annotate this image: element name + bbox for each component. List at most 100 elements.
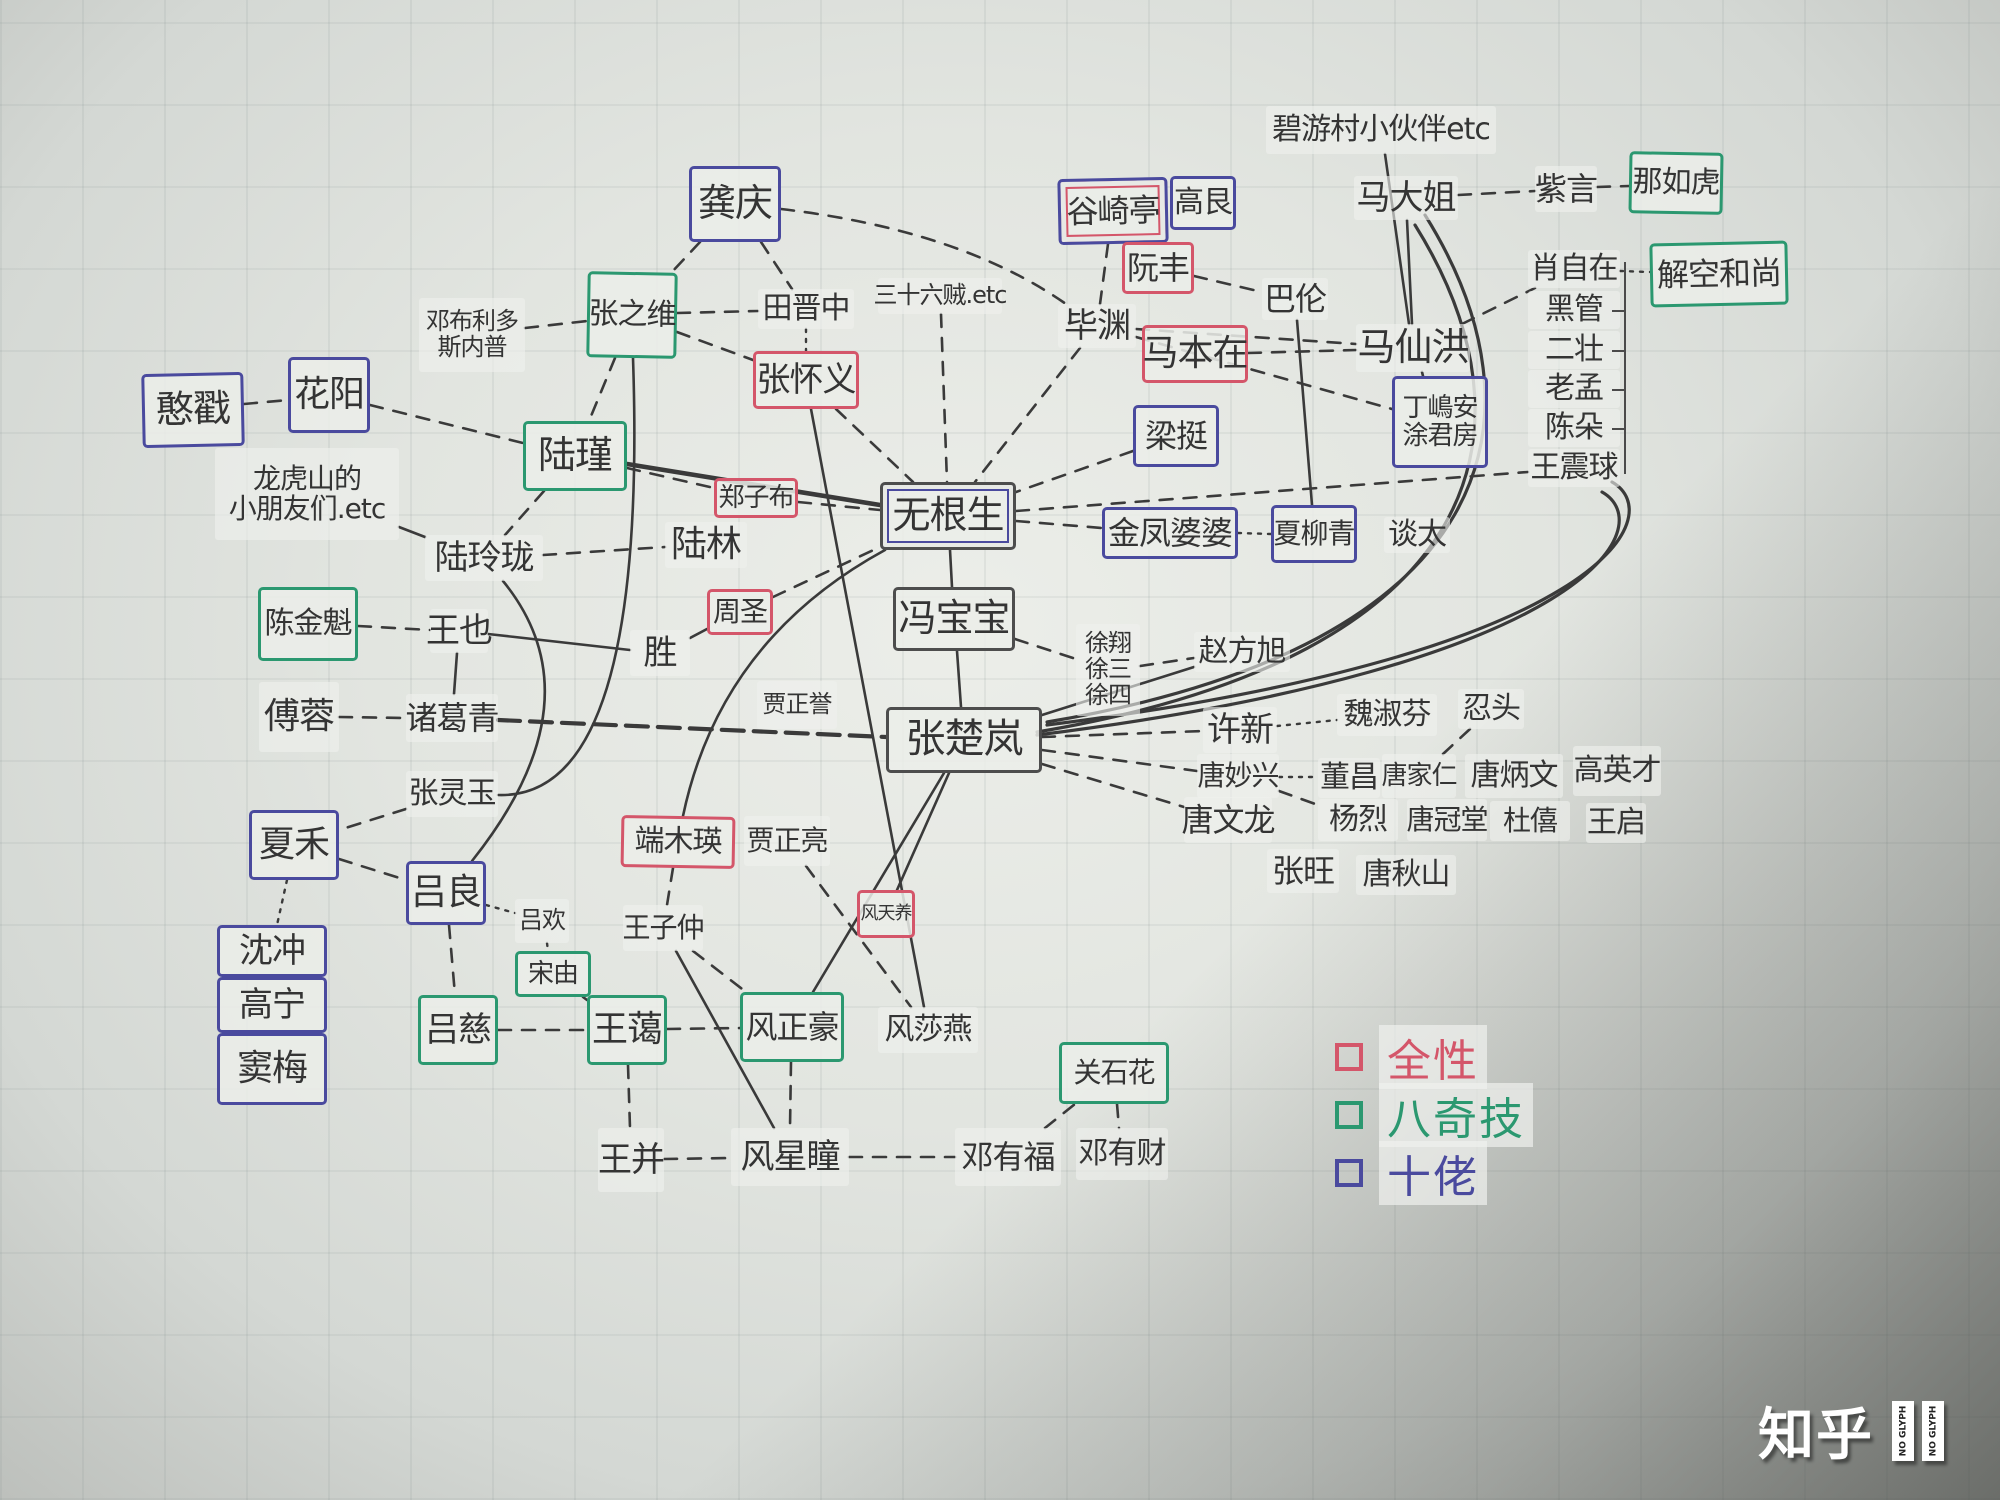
node-label: 风星瞳 xyxy=(740,1136,841,1177)
relationship-edge xyxy=(1045,213,1487,724)
node-biyuan: 毕渊 xyxy=(1058,304,1136,348)
relationship-edge xyxy=(1098,242,1110,306)
node-label: 贾正誉 xyxy=(762,690,833,719)
node-gaogen: 高艮 xyxy=(1170,176,1236,230)
node-label: 冯宝宝 xyxy=(898,596,1010,641)
node-label: 高英才 xyxy=(1573,752,1662,788)
node-label-line1: 丁嶋安 xyxy=(1402,392,1478,423)
node-label: 陈金魁 xyxy=(264,605,353,641)
node-dingdaoan-tujunfang: 丁嶋安涂君房 xyxy=(1392,376,1488,468)
relationship-edge xyxy=(470,579,547,863)
node-sheng: 胜 xyxy=(630,630,690,676)
node-wugensheng: 无根生 xyxy=(880,482,1016,550)
node-rentou: 忍头 xyxy=(1458,689,1524,729)
relationship-edge xyxy=(834,407,915,484)
node-label: 邓有财 xyxy=(1078,1135,1167,1171)
relationship-edge xyxy=(759,240,794,291)
node-label: 马本在 xyxy=(1142,332,1249,374)
node-songyou: 宋由 xyxy=(515,951,591,997)
relationship-edge xyxy=(495,717,889,740)
relationship-edge xyxy=(626,1063,632,1130)
relationship-edge xyxy=(1420,370,1425,378)
relationship-edge xyxy=(811,771,946,994)
relationship-edge xyxy=(625,466,716,490)
relationship-edge xyxy=(486,632,632,652)
red-square-icon xyxy=(1335,1043,1363,1071)
node-label-line3: 徐四 xyxy=(1085,680,1132,709)
node-label: 诸葛青 xyxy=(405,698,500,737)
node-label: 张怀义 xyxy=(756,359,857,400)
relationship-edge xyxy=(484,903,517,915)
node-hanchuo: 憨戳 xyxy=(141,371,245,449)
node-gongqing: 龚庆 xyxy=(689,166,781,242)
node-label: 吕慈 xyxy=(425,1009,492,1050)
relationship-edge xyxy=(1277,789,1320,807)
node-lvci: 吕慈 xyxy=(418,995,498,1065)
node-wangai: 王蔼 xyxy=(587,995,667,1065)
relationship-edge xyxy=(1035,490,1621,737)
node-label: 王子仲 xyxy=(622,910,705,944)
node-tangqiushan: 唐秋山 xyxy=(1356,855,1456,895)
legend-label: 全性 xyxy=(1379,1025,1487,1089)
badge-text: NO GLYPH xyxy=(1898,1405,1908,1456)
node-fengxingtong: 风星瞳 xyxy=(731,1128,849,1186)
node-dengyoucai: 邓有财 xyxy=(1076,1128,1168,1180)
node-ziyan: 紫言 xyxy=(1535,166,1598,212)
legend-item-baqiji: 八奇技 xyxy=(1335,1083,1533,1147)
relationship-edge xyxy=(1040,748,1199,773)
node-xiahe: 夏禾 xyxy=(249,810,339,880)
node-label: 陈朵 xyxy=(1545,409,1604,445)
node-ruanfeng: 阮丰 xyxy=(1122,242,1194,294)
node-label: 郑子布 xyxy=(718,482,794,513)
node-xu-brothers: 徐翔徐三徐四 xyxy=(1076,624,1140,716)
relationship-edge xyxy=(788,1060,793,1130)
node-lvhuan: 吕欢 xyxy=(515,899,569,943)
relationship-edge xyxy=(581,995,589,1002)
node-zhangchulan: 张楚岚 xyxy=(886,707,1042,773)
node-wangzhenqiu: 王震球 xyxy=(1528,449,1620,487)
node-fengshayan: 风莎燕 xyxy=(878,1007,978,1053)
green-square-icon xyxy=(1335,1101,1363,1129)
node-label-line1: 邓布利多 xyxy=(426,307,519,336)
node-label: 憨戳 xyxy=(155,386,231,433)
node-zhanghuaiyi: 张怀义 xyxy=(753,351,859,409)
node-dongchang: 董昌 xyxy=(1318,758,1380,798)
bracket-tick xyxy=(1612,350,1626,352)
relationship-edge xyxy=(804,864,913,1009)
missing-glyph-badge: NO GLYPH xyxy=(1922,1400,1944,1461)
node-label: 许新 xyxy=(1207,709,1274,750)
node-fengtianyang: 风天养 xyxy=(857,890,915,938)
node-guqiting: 谷崎亭 xyxy=(1057,176,1169,246)
node-label-line1: 徐翔 xyxy=(1085,629,1132,658)
node-label: 毕渊 xyxy=(1064,305,1131,346)
node-label: 董昌 xyxy=(1320,759,1379,795)
relationship-edge xyxy=(674,949,776,1130)
node-label: 花阳 xyxy=(293,373,365,415)
node-label: 夏禾 xyxy=(258,823,330,865)
node-label: 王蔼 xyxy=(591,1008,663,1050)
node-label: 唐秋山 xyxy=(1362,856,1451,892)
node-fengzhenghao: 风正豪 xyxy=(740,992,844,1062)
relationship-edge xyxy=(1040,762,1186,809)
node-label: 风正豪 xyxy=(745,1007,839,1046)
relationship-edge xyxy=(447,923,457,997)
node-ma-dajie: 马大姐 xyxy=(1354,176,1458,220)
relationship-edge xyxy=(675,330,755,362)
node-thirty-six-thieves: 三十六贼.etc xyxy=(874,278,1008,314)
relationship-edge xyxy=(523,319,589,330)
node-label: 田晋中 xyxy=(762,290,851,326)
node-label: 魏淑芬 xyxy=(1343,696,1432,732)
node-wangqi: 王启 xyxy=(1586,803,1646,843)
legend-label: 八奇技 xyxy=(1379,1083,1533,1147)
node-label: 王震球 xyxy=(1530,449,1619,485)
node-label: 王并 xyxy=(598,1139,665,1180)
relationship-edge xyxy=(691,949,748,994)
node-label: 贾正亮 xyxy=(746,823,828,857)
legend-item-quanxing: 全性 xyxy=(1335,1025,1533,1089)
node-duanmuying: 端木瑛 xyxy=(620,815,736,869)
node-tangguantang: 唐冠堂 xyxy=(1407,799,1489,841)
node-jiazhengliang: 贾正亮 xyxy=(744,816,830,866)
node-gaoning: 高宁 xyxy=(217,977,327,1033)
node-balun: 巴伦 xyxy=(1262,278,1328,320)
